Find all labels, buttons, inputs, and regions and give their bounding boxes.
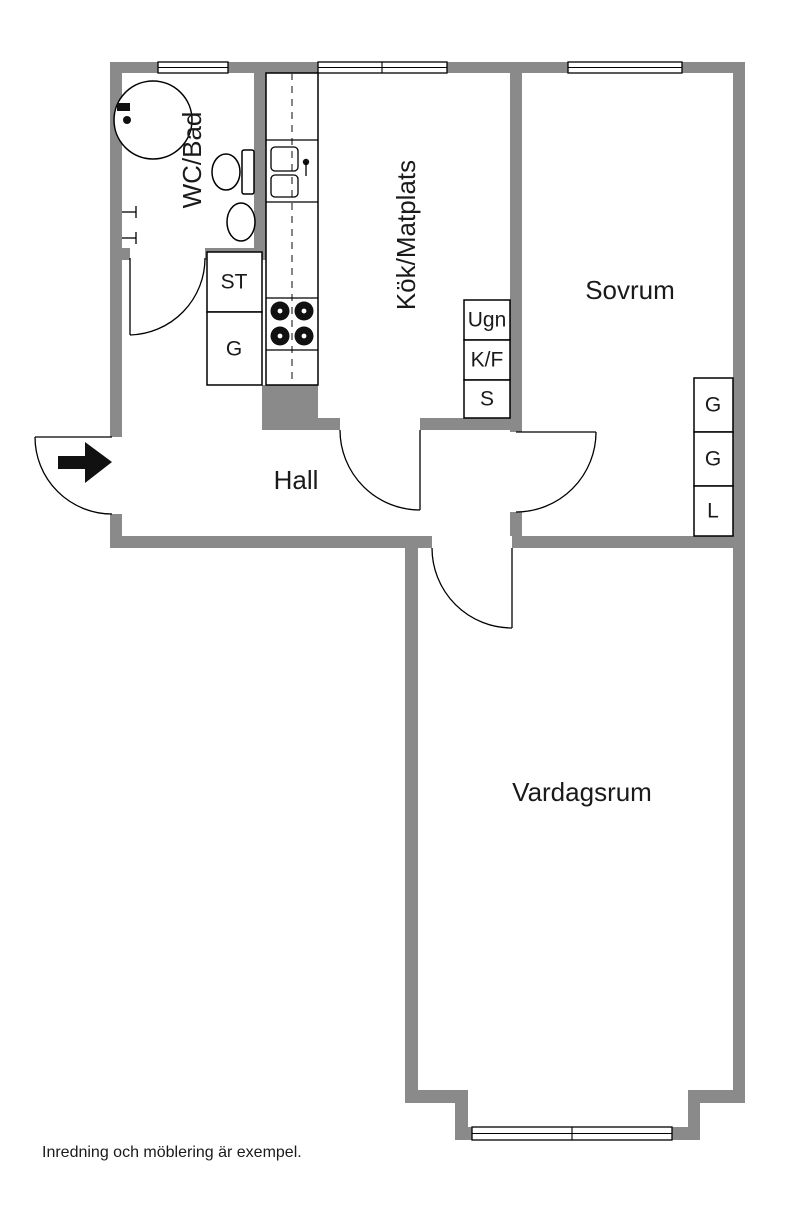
- wall-segment: [110, 536, 432, 548]
- door-swing-entry: [34, 436, 113, 515]
- wall-segment: [512, 536, 745, 548]
- washbasin-icon: [226, 202, 256, 242]
- wall-segment: [254, 62, 266, 260]
- room-label-hall: Hall: [274, 465, 319, 495]
- wall-segment: [688, 1090, 745, 1103]
- room-label-kok-matplats: Kök/Matplats: [391, 160, 421, 310]
- toilet-bowl: [211, 153, 241, 191]
- closet-bedroom-g1: G: [693, 377, 734, 433]
- closet-label: L: [707, 500, 719, 523]
- closet-label: ST: [221, 271, 248, 294]
- sink-icon: [270, 146, 310, 198]
- wall-segment: [682, 62, 745, 73]
- window-top-3: [567, 61, 683, 74]
- walls: [110, 62, 745, 1140]
- closet-g-hall: G: [206, 311, 263, 386]
- door-arc: [431, 547, 513, 629]
- washbasin-bowl: [226, 202, 256, 242]
- room-label-wc-bad: WC/Bad: [177, 112, 207, 209]
- closet-st: ST: [206, 251, 263, 313]
- door-swing-bedroom: [515, 431, 597, 513]
- sink-basin: [270, 146, 299, 172]
- shower-faucet: [117, 103, 130, 111]
- toilet-icon: [211, 149, 255, 195]
- wall-segment: [318, 418, 340, 430]
- shower-control: [123, 116, 131, 124]
- door-arc: [34, 436, 113, 515]
- burner-center: [277, 333, 283, 339]
- wall-segment: [688, 1103, 700, 1140]
- closet-box: [693, 485, 734, 537]
- appliance-fridge-freezer: K/F: [463, 339, 511, 381]
- wall-segment: [733, 62, 745, 1103]
- appliance-box: [463, 299, 511, 341]
- shower-basin: [113, 80, 193, 160]
- wall-segment: [122, 248, 130, 260]
- wall-segment: [510, 512, 522, 536]
- closet-box: [693, 377, 734, 433]
- closet-bedroom-g2: G: [693, 431, 734, 487]
- stove-icon: [270, 301, 314, 346]
- shower-icon: [113, 80, 193, 160]
- door-swing-kitchen: [339, 429, 421, 511]
- closet-box: [206, 311, 263, 386]
- wall-segment: [447, 62, 568, 73]
- door-swing-livingroom: [431, 547, 513, 629]
- appliance-oven: Ugn: [463, 299, 511, 341]
- door-swing-wc: [129, 257, 206, 336]
- sink-basin: [270, 174, 299, 198]
- wall-segment: [405, 548, 418, 1103]
- entry-arrow-icon: [58, 442, 112, 483]
- wall-segment: [455, 1127, 472, 1140]
- appliance-label: S: [480, 388, 494, 411]
- door-arc: [129, 257, 206, 336]
- door-arc: [515, 431, 597, 513]
- door-arc: [339, 429, 421, 511]
- towel-rail-icon: [122, 206, 137, 244]
- wall-segment: [510, 62, 522, 432]
- closet-label: G: [705, 448, 721, 471]
- appliance-dishwasher: S: [463, 379, 511, 419]
- window-top-2: [317, 61, 448, 74]
- wall-segment: [420, 418, 510, 430]
- closet-bedroom-l: L: [693, 485, 734, 537]
- windows: [157, 61, 683, 1141]
- window-top-1: [157, 61, 229, 74]
- window-bay: [471, 1126, 673, 1141]
- closet-box: [693, 431, 734, 487]
- burner-center: [277, 308, 283, 314]
- burner-center: [301, 308, 307, 314]
- appliance-label: K/F: [471, 349, 504, 372]
- appliance-box: [463, 379, 511, 419]
- room-label-sovrum: Sovrum: [585, 275, 675, 305]
- caption-text: Inredning och möblering är exempel.: [42, 1144, 302, 1161]
- burner-center: [301, 333, 307, 339]
- closet-label: G: [226, 338, 242, 361]
- wall-segment: [110, 62, 122, 437]
- wall-segment: [405, 1090, 468, 1103]
- room-label-vardagsrum: Vardagsrum: [512, 777, 652, 807]
- appliance-label: Ugn: [468, 309, 507, 332]
- wall-segment: [262, 385, 318, 430]
- closet-label: G: [705, 394, 721, 417]
- toilet-tank: [241, 149, 255, 195]
- wall-segment: [110, 62, 158, 73]
- wall-segment: [228, 62, 318, 73]
